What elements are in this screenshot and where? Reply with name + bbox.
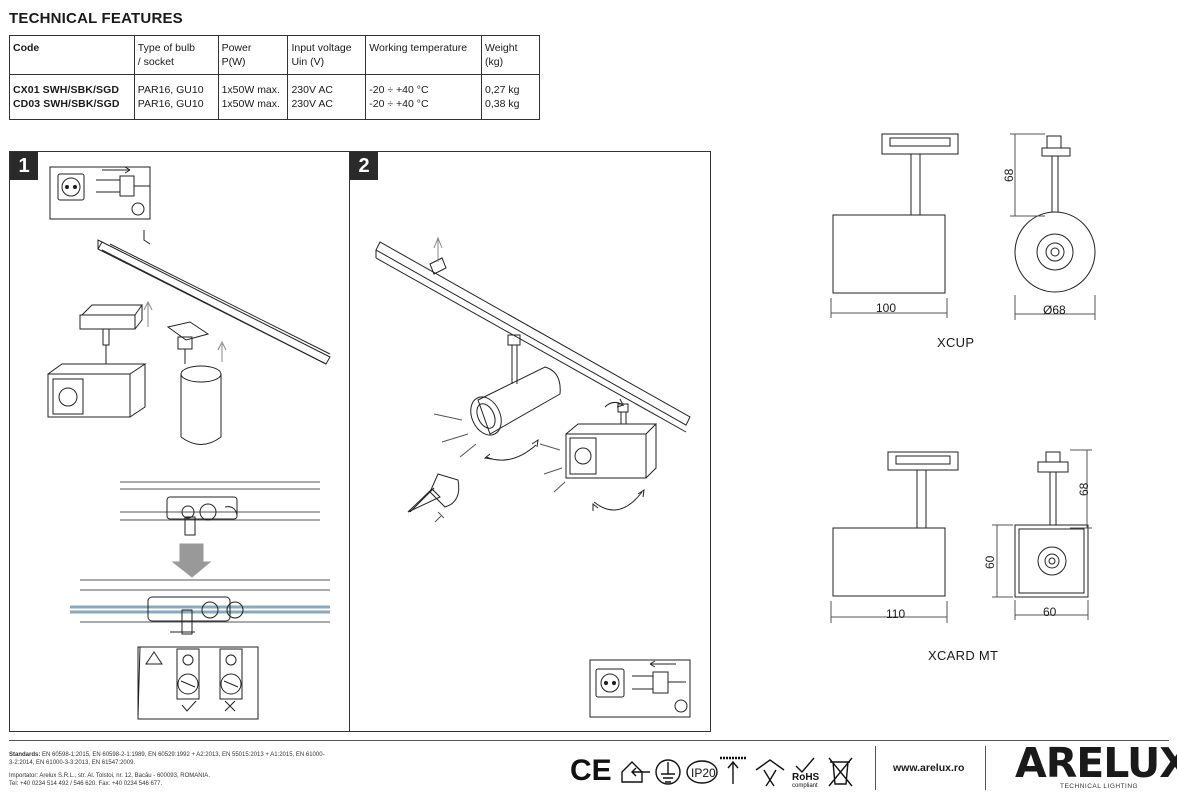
check-icon <box>181 700 197 712</box>
svg-text:compliant: compliant <box>792 783 818 789</box>
website-link[interactable]: www.arelux.ro <box>893 762 965 774</box>
xcup-height-value: 68 <box>1002 168 1016 182</box>
ip20-icon: IP20 <box>686 760 718 784</box>
rohs-icon: RoHS compliant <box>792 757 820 789</box>
step-1-illustration <box>47 166 331 720</box>
certification-icons: CE IP20 RoHS <box>570 748 870 794</box>
track-adapter-right <box>166 321 210 364</box>
installation-step-1: 1 <box>9 151 350 732</box>
track-rail <box>375 236 691 433</box>
class-2-house-icon <box>621 761 650 783</box>
footer-divider <box>9 740 1169 741</box>
section-title: TECHNICAL FEATURES <box>9 10 183 27</box>
xcard-width-value: 110 <box>886 607 906 621</box>
dimension-drawings: 100 68 Ø68 XCUP 110 68 60 60 XCARD MT <box>800 120 1177 680</box>
lamp-distance-icon <box>755 759 785 787</box>
header-temperature: Working temperature <box>365 35 483 75</box>
cell-power: 1x50W max.1x50W max. <box>217 74 289 120</box>
cell-temperature: -20 ÷ +40 °C-20 ÷ +40 °C <box>365 74 483 120</box>
step-number-2: 2 <box>350 152 378 180</box>
footer-separator <box>875 746 876 790</box>
ceiling-mount-icon <box>720 756 746 784</box>
svg-text:RoHS: RoHS <box>792 772 820 783</box>
locking-detail-bottom <box>70 579 330 720</box>
step-2-illustration <box>375 236 691 718</box>
power-reconnect-icon <box>589 659 691 718</box>
xcard-front-view <box>830 451 959 623</box>
cross-icon <box>224 700 236 712</box>
ce-mark-icon: CE <box>570 754 612 787</box>
xcard-height-side-value: 60 <box>983 555 997 569</box>
xcard-height-top-value: 68 <box>1077 482 1091 496</box>
track-rail <box>97 230 331 365</box>
brand-tagline: TECHNICAL LIGHTING <box>1060 783 1139 790</box>
weee-bin-icon <box>828 757 853 787</box>
xcard-side-view <box>992 449 1092 620</box>
step-number-1: 1 <box>10 152 38 180</box>
xcup-model-label: XCUP <box>937 335 975 350</box>
arelux-logo: ARELUX <box>1015 739 1177 787</box>
xcup-front-view <box>830 133 959 318</box>
power-disconnect-icon <box>49 166 151 220</box>
xcup-mounted-fixture <box>433 334 561 461</box>
bulb-gu10 <box>407 473 460 523</box>
importer-info: Importator: Arelux S.R.L., str. Al. Tols… <box>9 773 210 787</box>
header-weight: Weight(kg) <box>481 35 540 75</box>
xcup-side-view <box>1010 133 1096 320</box>
warning-icon <box>145 651 163 665</box>
ground-icon <box>655 759 681 785</box>
xcard-mounted-fixture <box>539 398 658 511</box>
locking-detail-top <box>120 481 320 536</box>
header-bulb: Type of bulb/ socket <box>133 35 219 75</box>
header-code: Code <box>9 35 135 75</box>
xcup-width-value: 100 <box>876 301 897 315</box>
xcard-model-label: XCARD MT <box>928 648 999 663</box>
installation-step-2: 2 <box>349 151 711 732</box>
xcup-fixture-part <box>180 340 227 445</box>
down-arrow-icon <box>171 543 212 578</box>
svg-text:IP20: IP20 <box>691 766 716 780</box>
xcard-depth-value: 60 <box>1043 605 1057 619</box>
standards-text: Standards: EN 60598-1:2015, EN 60598-2-1… <box>9 752 325 766</box>
xcup-diameter-value: Ø68 <box>1043 303 1066 317</box>
footer-separator <box>985 746 986 790</box>
track-adapter-left <box>79 300 153 346</box>
xcard-fixture-part <box>47 345 147 418</box>
